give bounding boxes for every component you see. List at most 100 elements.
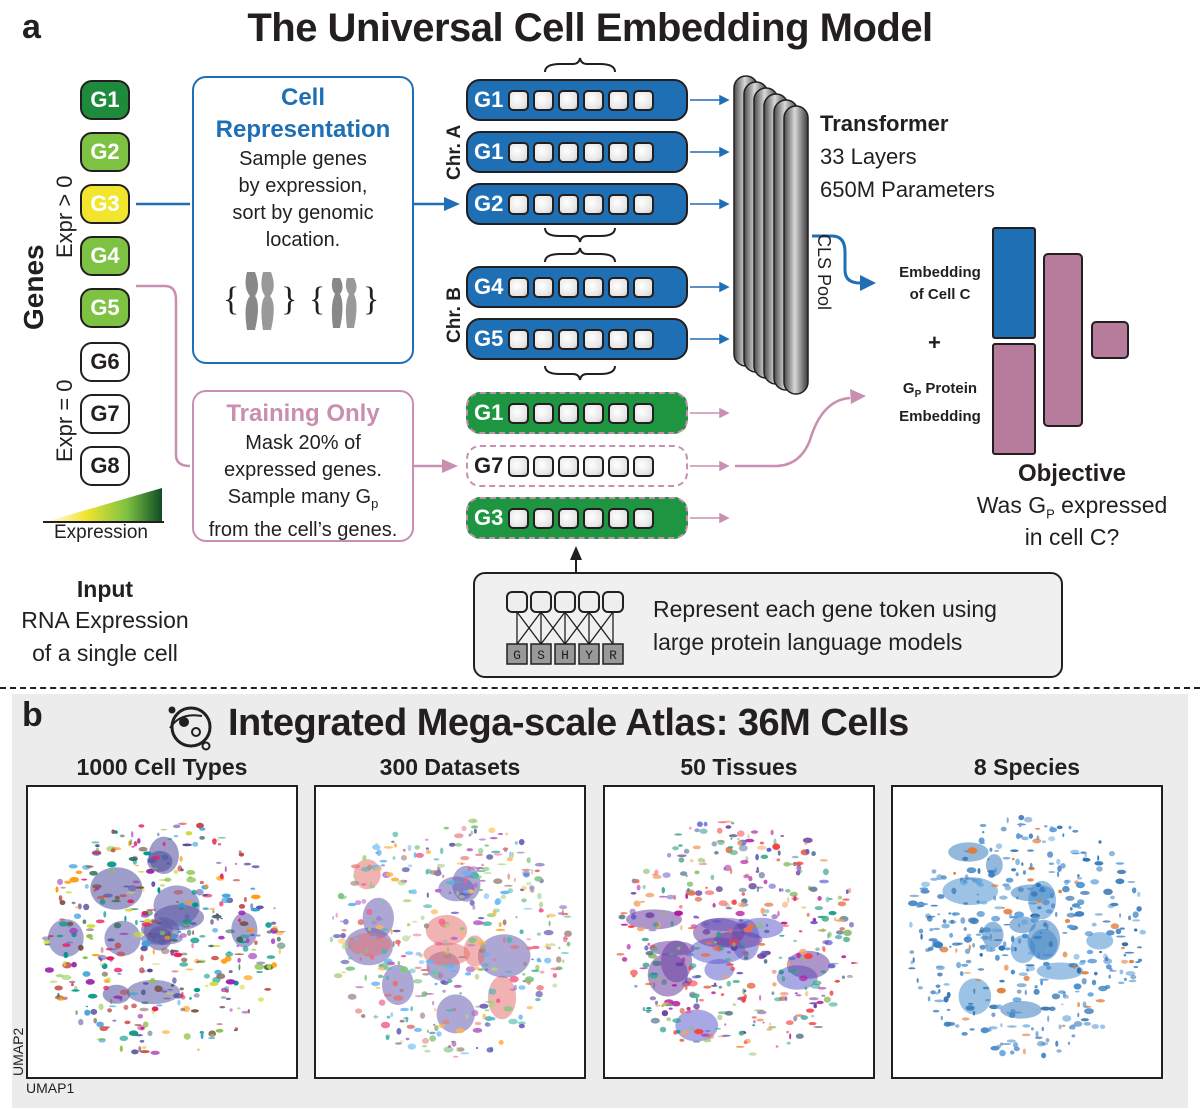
umap-cluster — [400, 1007, 409, 1012]
umap-cluster — [798, 930, 803, 933]
umap-cluster — [278, 948, 281, 955]
umap-cluster — [618, 914, 626, 920]
umap-cluster — [1069, 907, 1073, 911]
umap-cluster — [273, 907, 276, 910]
umap-cluster — [491, 850, 501, 854]
umap-cluster — [804, 953, 813, 960]
umap-cluster — [178, 822, 187, 825]
umap-cluster — [741, 996, 746, 1003]
umap-cluster — [639, 967, 648, 970]
umap-cluster — [1134, 928, 1138, 932]
umap-cluster — [737, 901, 747, 908]
umap-cluster — [362, 855, 367, 862]
umap-cluster — [654, 869, 659, 876]
umap-cluster — [552, 983, 558, 988]
umap-cluster — [748, 883, 757, 890]
umap-cluster — [668, 953, 675, 956]
umap-cluster — [680, 1030, 690, 1036]
plus-sign: + — [928, 330, 941, 355]
umap-cluster — [103, 893, 113, 898]
umap-cluster — [1080, 971, 1089, 975]
umap-cluster — [1094, 971, 1098, 976]
umap-cluster — [190, 1009, 199, 1013]
umap-cluster — [684, 953, 694, 956]
umap-cluster — [1035, 828, 1041, 830]
umap-cluster — [724, 864, 732, 872]
umap-cluster — [932, 927, 940, 931]
umap-cluster — [1078, 961, 1086, 966]
umap-cluster — [760, 907, 765, 915]
umap-cluster — [935, 991, 940, 995]
umap-cluster — [782, 924, 790, 927]
umap-cluster — [254, 940, 258, 945]
umap-cluster — [433, 1023, 436, 1027]
umap-cluster — [369, 917, 376, 920]
umap-cluster — [271, 921, 277, 925]
umap-cluster — [91, 841, 100, 844]
umap-cluster — [681, 957, 686, 963]
umap-cluster — [332, 916, 335, 920]
umap-cluster — [371, 981, 381, 987]
umap-cluster — [526, 1005, 533, 1010]
umap-cluster — [995, 843, 1003, 849]
umap-cluster — [1029, 862, 1033, 869]
umap-cluster — [616, 953, 625, 956]
umap-cluster — [426, 892, 429, 898]
umap-cluster — [57, 996, 65, 1001]
umap-cluster — [406, 1024, 415, 1029]
umap-cluster — [212, 838, 217, 845]
umap-cluster — [493, 853, 503, 856]
umap-cluster — [1044, 947, 1048, 954]
umap-cluster — [1123, 977, 1127, 981]
umap-cluster — [381, 948, 387, 955]
umap-cluster — [195, 888, 204, 896]
umap-cluster — [695, 890, 703, 896]
umap-cluster — [357, 919, 364, 926]
umap-cluster — [54, 985, 63, 991]
umap-cluster — [1050, 903, 1056, 909]
umap-cluster — [828, 911, 837, 916]
panel-a-title: The Universal Cell Embedding Model — [247, 6, 933, 50]
umap-cluster — [543, 929, 554, 936]
umap-cluster — [1006, 1039, 1016, 1043]
umap-cluster — [795, 994, 802, 997]
umap-cluster — [378, 999, 386, 1006]
umap-cluster — [756, 1010, 767, 1015]
umap-cluster — [164, 877, 172, 882]
umap-cluster — [150, 1050, 160, 1055]
umap-cluster — [146, 868, 155, 874]
umap-cluster — [49, 980, 58, 983]
umap-cluster — [129, 992, 139, 996]
umap-cluster — [1030, 891, 1038, 897]
umap-cluster — [949, 932, 954, 938]
umap-cluster — [686, 1006, 691, 1011]
umap-cluster — [448, 891, 452, 895]
umap-cluster — [414, 845, 420, 850]
token-label: G1 — [474, 400, 504, 425]
umap-cluster — [415, 852, 424, 858]
umap-cluster — [347, 957, 352, 960]
umap-cluster — [836, 930, 844, 935]
umap-cluster — [1128, 979, 1137, 983]
umap-cluster — [347, 933, 392, 956]
umap-cluster — [424, 1049, 431, 1053]
umap-cluster — [92, 884, 102, 889]
umap-cluster — [1099, 950, 1102, 954]
umap-cluster — [935, 984, 941, 988]
umap-cluster — [468, 833, 472, 837]
umap-cluster — [147, 1030, 153, 1037]
umap-cluster — [943, 983, 950, 986]
umap-cluster — [1091, 922, 1097, 927]
input-line1: RNA Expression — [21, 607, 189, 633]
umap-cluster — [212, 945, 221, 947]
umap-cluster — [509, 975, 519, 983]
umap-cluster — [690, 924, 698, 928]
embedding-unit — [533, 89, 554, 111]
token-label: G1 — [474, 139, 504, 164]
umap-cluster — [425, 959, 434, 964]
umap-plot-tissues — [603, 785, 875, 1079]
umap-cluster — [454, 843, 463, 847]
umap-cluster — [810, 983, 821, 989]
umap-cluster — [392, 940, 395, 948]
